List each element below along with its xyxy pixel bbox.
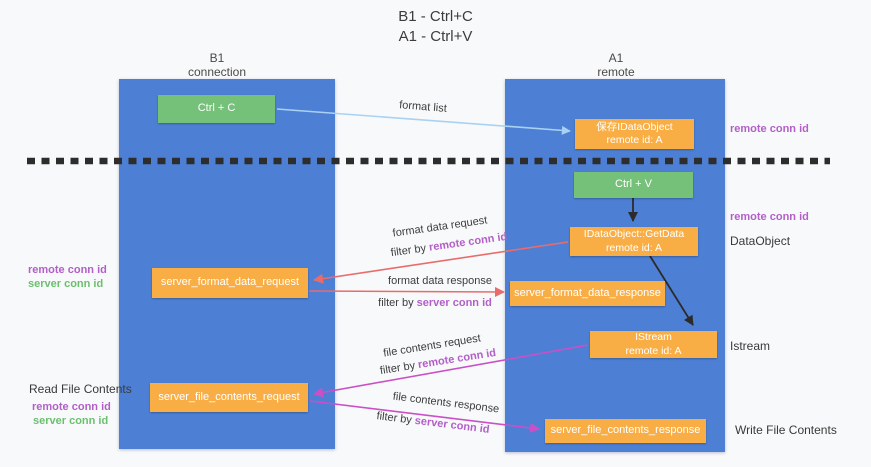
node-save-idataobject-line2: remote id: A: [606, 134, 663, 146]
server-conn-id-key: server conn id: [414, 414, 491, 436]
lifeline-b1-name: B1: [209, 51, 225, 65]
node-istream-line2: remote id: A: [625, 344, 682, 357]
diagram-title-line2: A1 - Ctrl+V: [398, 28, 473, 45]
filter-by-text: filter by: [375, 410, 416, 427]
node-ctrl-c-label: Ctrl + C: [197, 102, 236, 115]
node-ctrl-c: Ctrl + C: [158, 95, 275, 123]
annotation-left-bottom-server-conn-id: server conn id: [33, 415, 109, 427]
annotation-left-server-conn-id: server conn id: [28, 278, 104, 290]
diagram-title-line1: B1 - Ctrl+C: [398, 8, 473, 25]
format-data-response-arrow: [308, 286, 505, 297]
lifeline-header-a1: A1 remote: [597, 51, 635, 80]
node-server-file-contents-request: server_file_contents_request: [150, 383, 308, 412]
node-idataobject-getdata-line1: IDataObject::GetData: [583, 228, 685, 241]
node-server-file-contents-request-label: server_file_contents_request: [158, 390, 300, 403]
node-server-format-data-request: server_format_data_request: [152, 268, 308, 298]
format-data-response-label: format data response: [388, 275, 492, 287]
node-ctrl-v: Ctrl + V: [574, 172, 693, 198]
filter-by-text: filter by: [390, 241, 430, 260]
annotation-istream: Istream: [730, 339, 771, 353]
server-conn-id-key: server conn id: [416, 297, 492, 309]
node-server-file-contents-response-label: server_file_contents_response: [550, 424, 701, 437]
lifeline-a1-name: A1: [608, 51, 624, 65]
format-data-response-filter: filter by server conn id: [378, 297, 492, 309]
annotation-left-bottom-remote-conn-id: remote conn id: [32, 401, 111, 413]
node-server-format-data-response: server_format_data_response: [510, 281, 665, 306]
annotation-write-file-contents: Write File Contents: [735, 423, 837, 437]
file-contents-response-filter: filter by server conn id: [376, 410, 490, 436]
node-istream-line1: IStream: [635, 331, 672, 344]
filter-by-text: filter by: [379, 359, 420, 378]
annotation-remote-conn-id-mid: remote conn id: [730, 211, 809, 223]
format-list-label: format list: [398, 99, 448, 115]
node-save-idataobject-line1: 保存IDataObject: [596, 120, 673, 133]
annotation-left-remote-conn-id: remote conn id: [28, 264, 107, 276]
node-server-format-data-response-label: server_format_data_response: [514, 286, 661, 299]
node-ctrl-v-label: Ctrl + V: [615, 178, 652, 191]
node-server-file-contents-response: server_file_contents_response: [545, 419, 706, 443]
node-save-idataobject: 保存IDataObject remote id: A: [575, 119, 694, 149]
filter-by-text: filter by: [378, 297, 417, 309]
node-istream: IStream remote id: A: [590, 331, 717, 358]
lifeline-a1-role: remote: [597, 64, 635, 79]
node-server-format-data-request-label: server_format_data_request: [160, 276, 300, 289]
lifeline-header-b1: B1 connection: [187, 51, 247, 80]
lifeline-b1-role: connection: [187, 64, 247, 79]
file-contents-response-label: file contents response: [392, 390, 500, 416]
annotation-remote-conn-id-top: remote conn id: [730, 123, 809, 135]
annotation-read-file-contents: Read File Contents: [29, 382, 132, 396]
node-idataobject-getdata: IDataObject::GetData remote id: A: [570, 227, 698, 256]
annotation-dataobject: DataObject: [730, 234, 791, 248]
remote-conn-id-key: remote conn id: [428, 230, 508, 254]
node-idataobject-getdata-line2: remote id: A: [605, 241, 663, 254]
